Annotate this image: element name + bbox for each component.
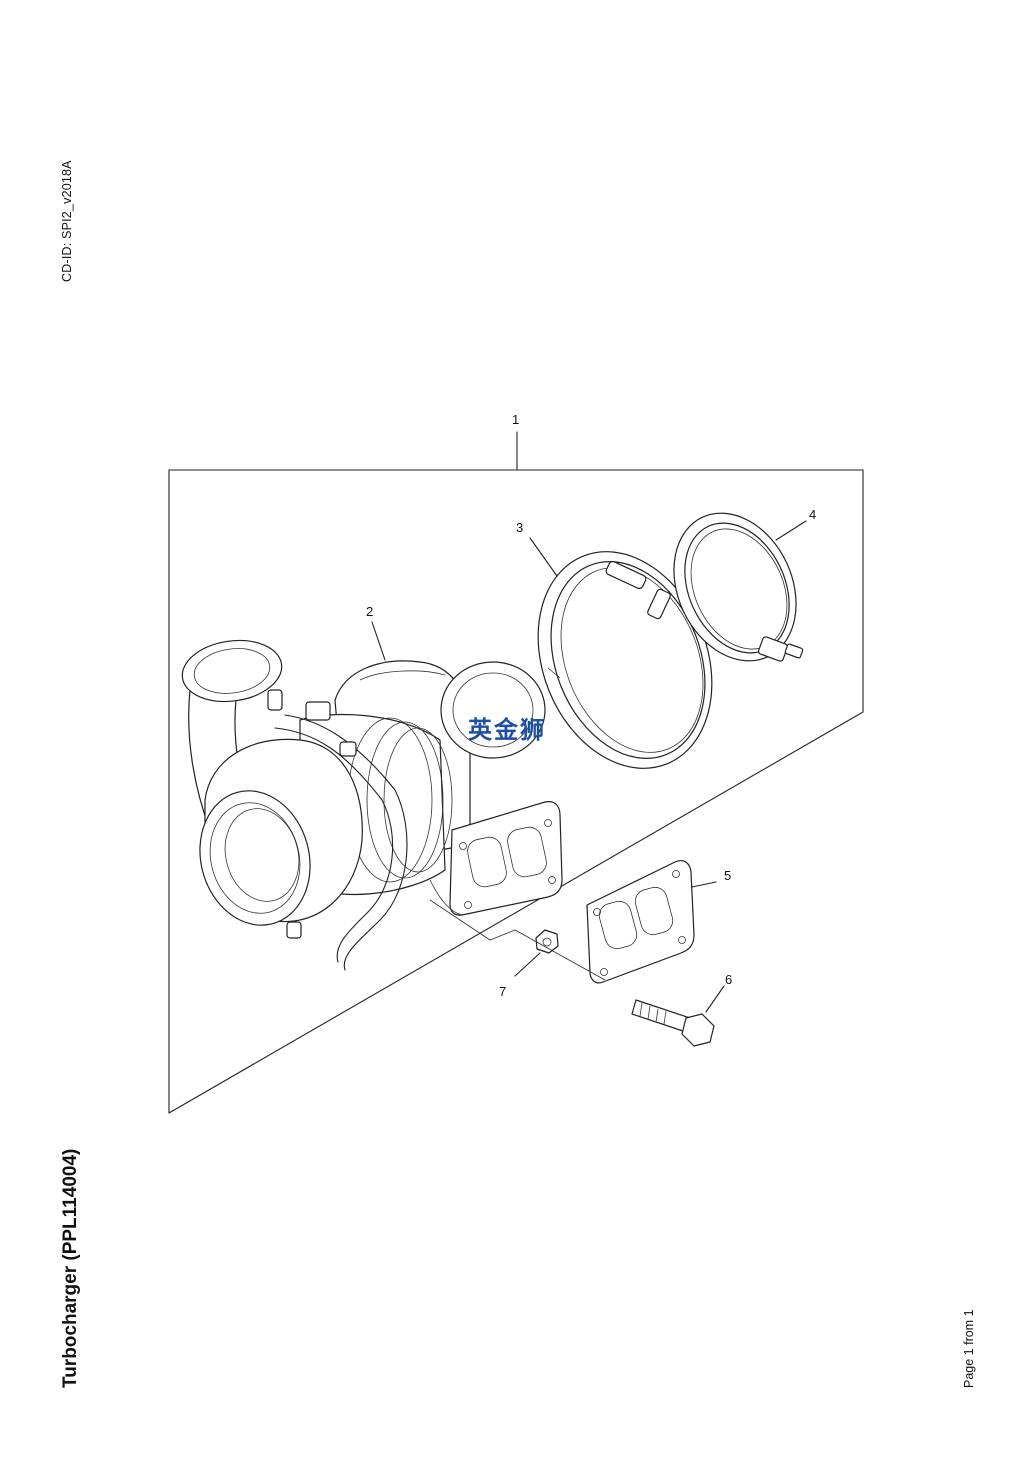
callout-2: 2 xyxy=(366,604,373,619)
turbocharger-part xyxy=(181,639,563,971)
callout-4: 4 xyxy=(809,507,816,522)
watermark-text: 英金狮 xyxy=(468,716,546,744)
assembly-guide-line xyxy=(429,899,606,981)
callout-6: 6 xyxy=(725,972,732,987)
v-band-clamp-part xyxy=(537,551,713,769)
bolt-part xyxy=(631,999,715,1047)
leader-line-6 xyxy=(705,985,725,1013)
gasket-part xyxy=(586,860,695,984)
leader-line-3 xyxy=(529,537,558,577)
leader-line-4 xyxy=(775,520,807,541)
nut-part xyxy=(535,929,559,954)
assembly-frame xyxy=(168,469,864,1114)
callout-3: 3 xyxy=(516,520,523,535)
leader-line-7 xyxy=(514,952,541,977)
leader-line-2 xyxy=(371,621,386,661)
callout-7: 7 xyxy=(499,984,506,999)
leader-line-5 xyxy=(691,881,717,888)
clamp-ring-part xyxy=(673,512,804,662)
callout-5: 5 xyxy=(724,868,731,883)
callout-1: 1 xyxy=(512,412,519,427)
